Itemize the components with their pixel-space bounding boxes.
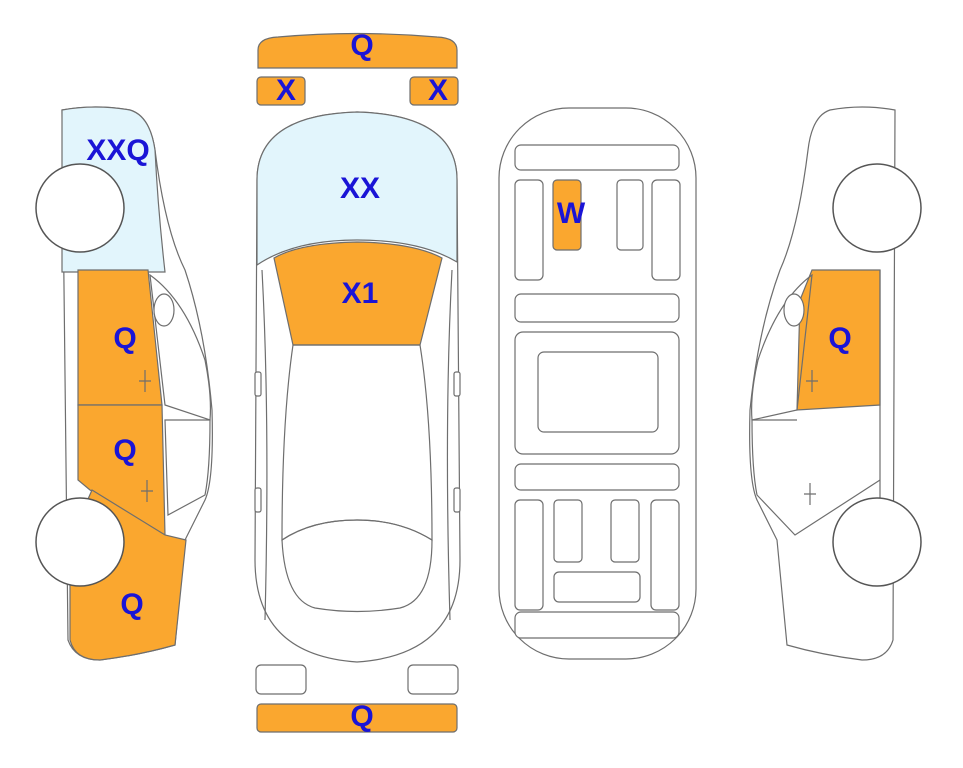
front-bumper-panel: [257, 32, 458, 69]
hood-panel: [273, 241, 443, 346]
front-bumper-label: Q: [350, 29, 373, 62]
interior-back-bar: [514, 611, 680, 639]
interior-rear-seat-1: [553, 499, 583, 563]
interior-right-seat-rear: [650, 499, 680, 611]
left-side-line: [261, 269, 268, 621]
rear-right-light: [407, 664, 459, 695]
top-left-mirror: [254, 371, 262, 397]
front-left-light-label: X: [276, 74, 296, 107]
right-rear-door-handle: [804, 483, 816, 505]
interior-right-seat-front: [651, 179, 681, 281]
left-mirror: [153, 293, 175, 327]
right-side-window: [751, 273, 813, 421]
rear-left-light: [255, 664, 307, 695]
right-front-door-label: Q: [828, 322, 851, 355]
hood-label: X1: [342, 277, 379, 310]
roof-panel-label: W: [557, 197, 586, 230]
top-left-rear-handle: [254, 487, 262, 513]
interior-center-console: [537, 351, 659, 433]
right-front-wheel: [832, 163, 922, 253]
interior-left-seat-front: [514, 179, 544, 281]
rear-bumper-label: Q: [350, 700, 373, 733]
front-right-light-label: X: [428, 74, 448, 107]
left-rear-quarter-label: Q: [120, 588, 143, 621]
interior-rear-seat-2: [610, 499, 640, 563]
right-side-line: [446, 269, 453, 621]
right-side-view: Q: [749, 106, 922, 661]
front-right-light-panel: [409, 76, 459, 106]
top-view: Q X X XX X1 Q: [254, 29, 461, 733]
interior-rear-bar: [514, 463, 680, 491]
roof-panel: [552, 179, 582, 251]
left-side-view: XXQ Q Q Q: [35, 106, 213, 661]
top-right-rear-handle: [453, 487, 461, 513]
rear-bumper-panel: [256, 703, 458, 733]
right-front-door-handle: [806, 370, 818, 392]
interior-middle-seat: [616, 179, 644, 251]
right-mirror: [783, 293, 805, 327]
right-rear-wheel: [832, 497, 922, 587]
windshield-panel: [256, 111, 458, 267]
left-rear-door-handle: [141, 480, 153, 502]
top-right-mirror: [453, 371, 461, 397]
interior-trunk-box: [553, 571, 641, 603]
left-rear-door-label: Q: [113, 434, 136, 467]
left-front-door-label: Q: [113, 322, 136, 355]
left-side-window-rear: [164, 419, 211, 516]
interior-view: W: [498, 107, 697, 660]
front-left-light-panel: [256, 76, 306, 106]
left-front-wheel: [35, 163, 125, 253]
left-front-door-handle: [139, 370, 151, 392]
rear-window-outline: [281, 519, 433, 613]
interior-front-bar: [514, 144, 680, 171]
windshield-label: XX: [340, 172, 380, 205]
left-rear-wheel: [35, 497, 125, 587]
interior-left-seat-rear: [514, 499, 544, 611]
right-front-door-panel: [796, 269, 881, 411]
right-side-window-rear: [751, 419, 881, 536]
left-windshield-label: XXQ: [86, 134, 149, 167]
left-side-window: [149, 273, 212, 421]
interior-dash-bar: [514, 293, 680, 323]
